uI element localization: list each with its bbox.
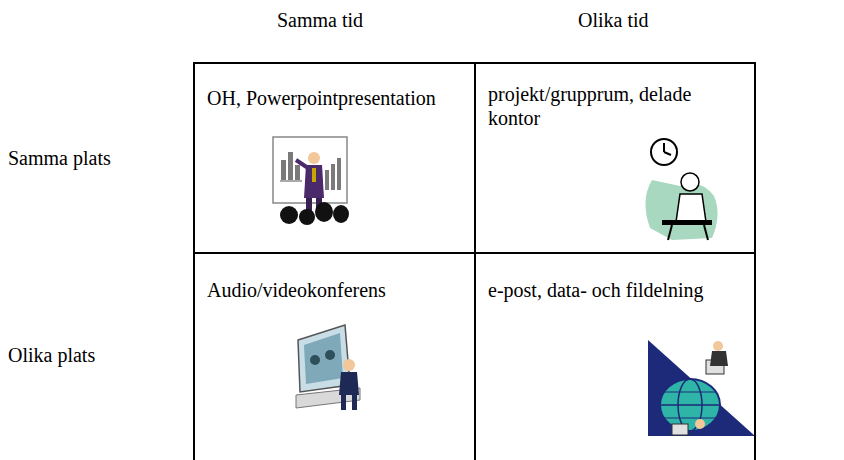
waiting-person-clipart bbox=[645, 139, 717, 240]
matrix-cell: projekt/grupprum, delade kontor bbox=[474, 62, 756, 254]
cell-text: OH, Powerpointpresentation bbox=[207, 86, 462, 110]
presenter-clipart bbox=[273, 137, 349, 225]
matrix-cell: e-post, data- och fildelning bbox=[474, 252, 756, 460]
cell-text: projekt/grupprum, delade kontor bbox=[488, 82, 742, 130]
matrix-cell: OH, Powerpointpresentation bbox=[193, 62, 476, 254]
videoconference-clipart bbox=[296, 325, 360, 410]
cell-text: Audio/videokonferens bbox=[207, 278, 462, 302]
matrix-cell: Audio/videokonferens bbox=[193, 252, 476, 460]
column-header: Olika tid bbox=[578, 8, 649, 32]
network-globe-clipart bbox=[648, 340, 755, 436]
row-header: Samma plats bbox=[8, 146, 111, 170]
column-header: Samma tid bbox=[277, 8, 363, 32]
row-header: Olika plats bbox=[8, 343, 95, 367]
cell-text: e-post, data- och fildelning bbox=[488, 278, 742, 302]
